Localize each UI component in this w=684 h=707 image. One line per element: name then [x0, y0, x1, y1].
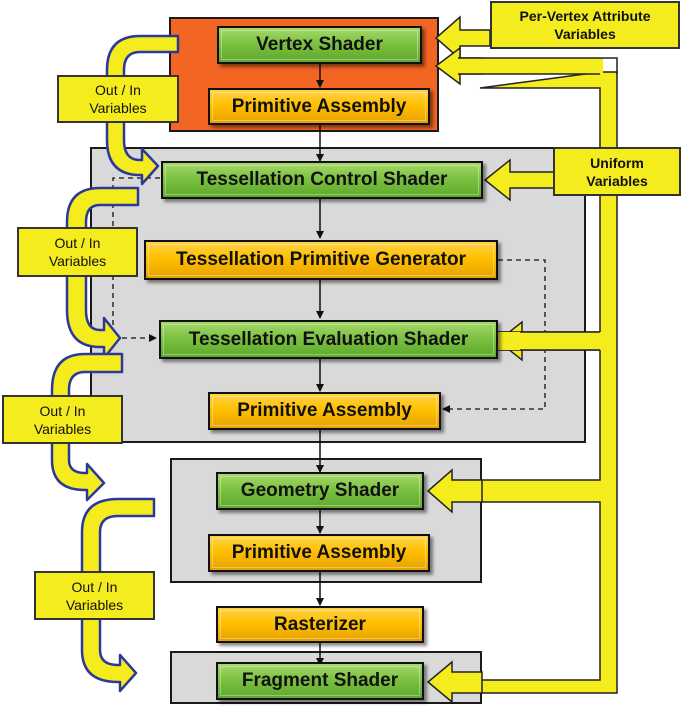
per-vertex-label-line1: Per-Vertex Attribute — [519, 8, 651, 24]
out-in-label-line1: Out / In — [39, 402, 86, 419]
vertex-shader-box: Vertex Shader — [217, 26, 422, 64]
out-in-label-line2: Variables — [89, 100, 147, 116]
uniform-label-line2: Variables — [586, 172, 648, 189]
geometry-shader-box: Geometry Shader — [216, 472, 424, 510]
out-in-label-line1: Out / In — [95, 82, 141, 98]
uniform-variables-label: Uniform Variables — [553, 147, 681, 196]
fragment-shader-box: Fragment Shader — [216, 662, 424, 700]
primitive-assembly-box-1: Primitive Assembly — [208, 88, 430, 125]
out-in-label-line2: Variables — [48, 253, 107, 269]
out-in-variables-label-4: Out / In Variables — [34, 571, 155, 620]
per-vertex-label-line2: Variables — [554, 26, 616, 42]
primitive-assembly-box-3: Primitive Assembly — [208, 534, 430, 572]
out-in-label-line1: Out / In — [54, 235, 101, 251]
bus-top-connector — [458, 58, 603, 74]
out-in-label-line1: Out / In — [71, 578, 118, 595]
out-in-variables-label-2: Out / In Variables — [17, 227, 138, 277]
tessellation-control-shader-box: Tessellation Control Shader — [161, 161, 483, 199]
uniform-to-tcs-arrow — [483, 158, 557, 202]
per-vertex-attribute-label: Per-Vertex Attribute Variables — [490, 1, 680, 49]
primitive-assembly-box-2: Primitive Assembly — [208, 392, 441, 430]
uniform-to-geom-arrow — [426, 468, 483, 514]
out-in-variables-label-3: Out / In Variables — [2, 395, 123, 444]
tessellation-evaluation-shader-box: Tessellation Evaluation Shader — [159, 320, 498, 359]
out-in-label-line2: Variables — [65, 596, 124, 613]
out-in-arrow-4 — [80, 497, 156, 693]
tessellation-primitive-generator-box: Tessellation Primitive Generator — [144, 240, 498, 280]
uniform-label-line1: Uniform — [590, 154, 644, 171]
uniform-to-frag-arrow — [426, 660, 483, 704]
dashed-bypass-lines — [112, 177, 546, 413]
per-vertex-arrow — [434, 15, 491, 61]
out-in-label-line2: Variables — [33, 420, 92, 437]
out-in-variables-label-1: Out / In Variables — [57, 75, 179, 123]
rasterizer-box: Rasterizer — [216, 606, 424, 643]
